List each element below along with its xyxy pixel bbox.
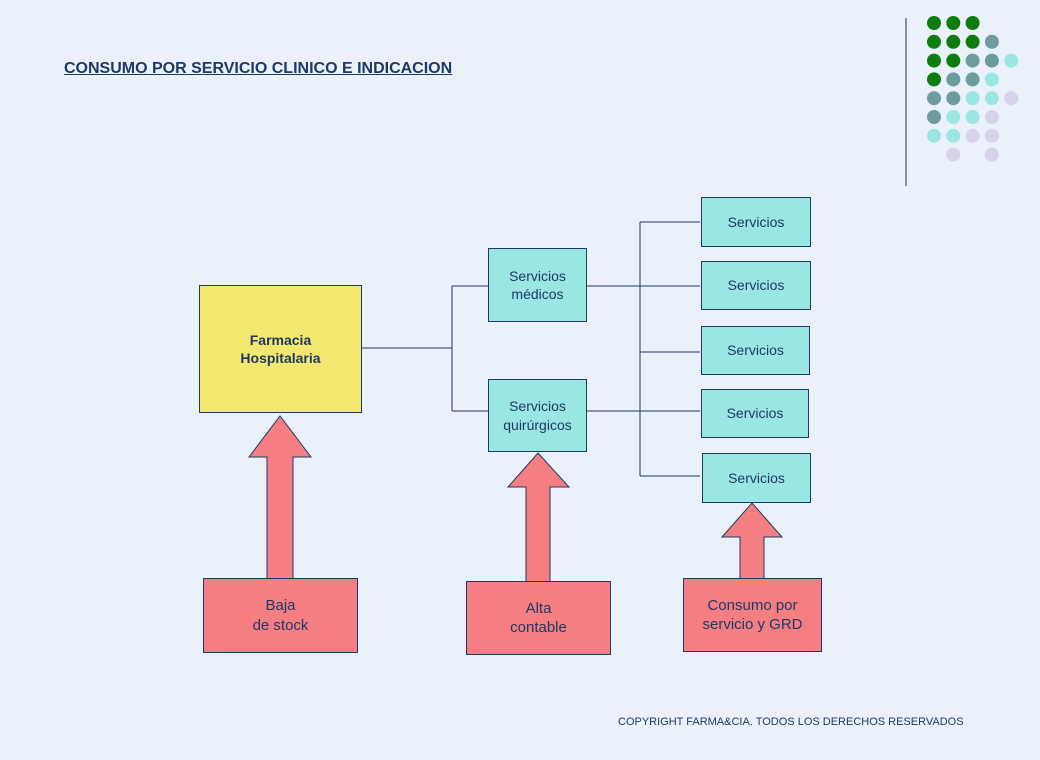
- decorative-dot: [984, 34, 999, 49]
- decorative-dot: [965, 128, 980, 143]
- decorative-dot: [965, 110, 980, 124]
- decorative-dot: [946, 128, 961, 143]
- page-title: CONSUMO POR SERVICIO CLINICO E INDICACIO…: [64, 60, 453, 77]
- up-arrows: [247, 415, 784, 583]
- decorative-dot: [927, 128, 941, 143]
- decorative-dot: [1004, 91, 1019, 106]
- decorative-dot: [927, 16, 941, 30]
- decorative-dot: [927, 34, 941, 49]
- decorative-dot: [927, 110, 941, 124]
- node-farmacia-hospitalaria: Farmacia Hospitalaria: [199, 285, 362, 413]
- arrow-baja: [247, 415, 313, 581]
- node-servicios-medicos: Servicios médicos: [488, 248, 587, 322]
- decorative-dot: [946, 72, 961, 87]
- decorative-dot: [965, 91, 980, 106]
- decorative-dot: [946, 16, 961, 30]
- node-servicios-4: Servicios: [701, 389, 809, 438]
- decorative-dot: [965, 16, 980, 30]
- decorative-dot: [946, 147, 961, 162]
- decorative-dot: [927, 53, 941, 68]
- decorative-dot: [965, 72, 980, 87]
- decorative-dot: [946, 110, 961, 124]
- decorative-dot: [984, 72, 999, 87]
- arrow-consumo: [720, 502, 784, 581]
- decorative-dot-grid: [927, 16, 1019, 162]
- decorative-dot: [984, 53, 999, 68]
- decorative-dot: [1004, 53, 1019, 68]
- node-servicios-3: Servicios: [701, 326, 810, 375]
- connector-lines: [362, 221, 700, 477]
- decorative-dot: [984, 110, 999, 124]
- decorative-dot: [984, 147, 999, 162]
- node-servicios-1: Servicios: [701, 197, 811, 247]
- decorative-dot: [927, 72, 941, 87]
- arrow-alta: [506, 452, 571, 583]
- decorative-dot: [946, 91, 961, 106]
- decorative-dot: [946, 34, 961, 49]
- callout-baja-de-stock: Baja de stock: [203, 578, 358, 653]
- decorative-dot: [946, 53, 961, 68]
- node-servicios-quirurgicos: Servicios quirúrgicos: [488, 379, 587, 452]
- callout-alta-contable: Alta contable: [466, 581, 611, 655]
- node-servicios-2: Servicios: [701, 261, 811, 310]
- node-servicios-5: Servicios: [702, 453, 811, 503]
- copyright-footer: COPYRIGHT FARMA&CIA. TODOS LOS DERECHOS …: [618, 716, 964, 728]
- decorative-dot: [965, 34, 980, 49]
- decorative-dot: [984, 128, 999, 143]
- callout-consumo-por-servicio: Consumo por servicio y GRD: [683, 578, 822, 652]
- decorative-dot: [984, 91, 999, 106]
- decorative-dot: [965, 53, 980, 68]
- decorative-dot: [927, 91, 941, 106]
